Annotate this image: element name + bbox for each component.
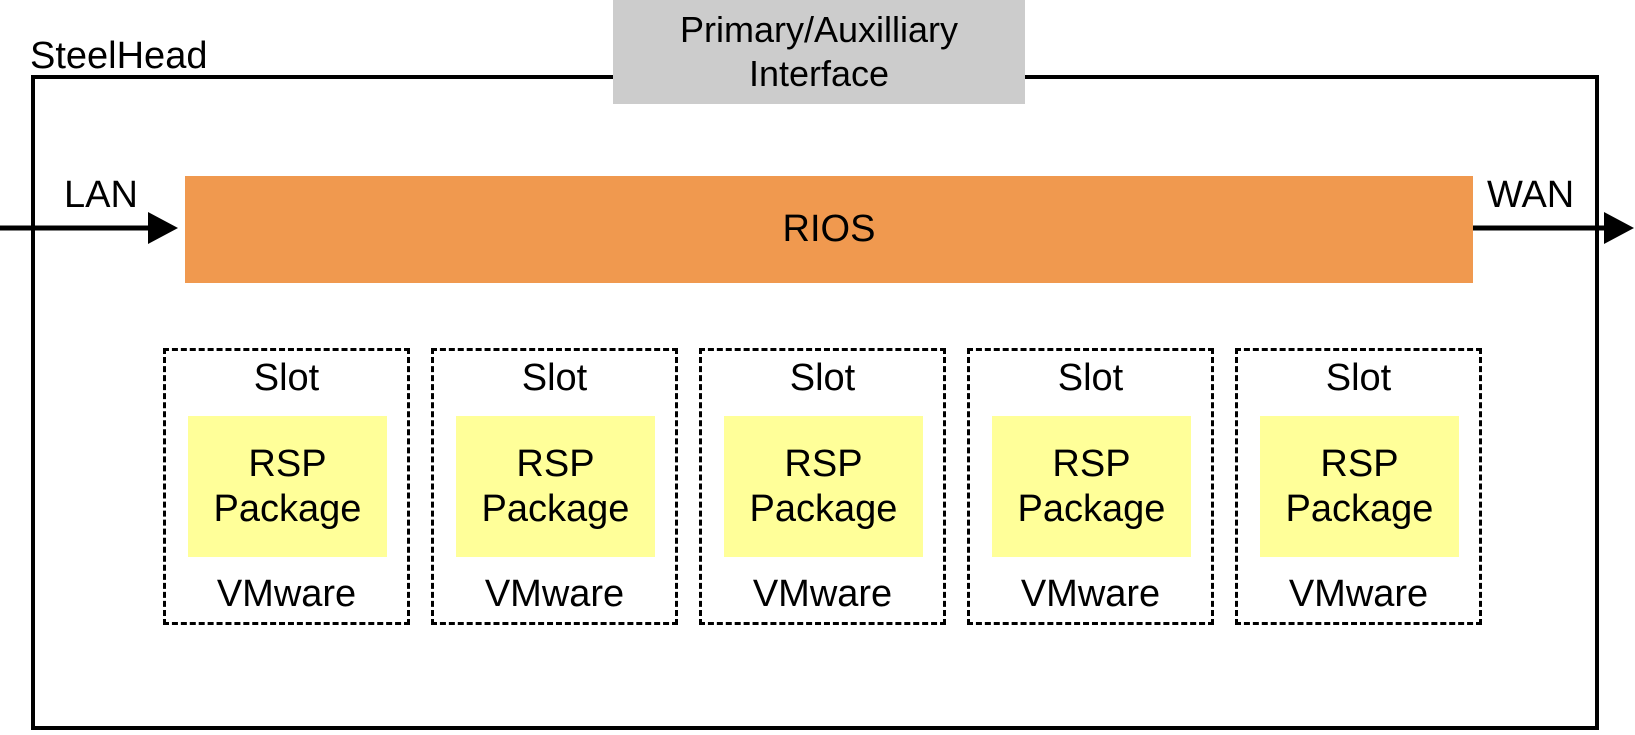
- slot-label: Slot: [789, 357, 856, 399]
- slot-label: Slot: [253, 357, 320, 399]
- rios-bar: RIOS: [185, 176, 1473, 283]
- vmware-label: VMware: [752, 573, 893, 615]
- slot-label: Slot: [1057, 357, 1124, 399]
- rsp-package-label-line1: RSP: [1320, 442, 1399, 485]
- rsp-package-box: RSP Package: [188, 416, 387, 557]
- vmware-label: VMware: [1020, 573, 1161, 615]
- slot-box-3: Slot RSP Package VMware: [699, 348, 946, 625]
- rsp-package-box: RSP Package: [1260, 416, 1459, 557]
- slot-label: Slot: [521, 357, 588, 399]
- slot-label: Slot: [1325, 357, 1392, 399]
- vmware-label: VMware: [1288, 573, 1429, 615]
- rsp-package-label-line2: Package: [1017, 487, 1166, 530]
- rios-label: RIOS: [782, 208, 876, 250]
- rsp-package-label-line2: Package: [213, 487, 362, 530]
- rsp-package-label-line1: RSP: [1052, 442, 1131, 485]
- rsp-package-box: RSP Package: [992, 416, 1191, 557]
- rsp-package-label-line2: Package: [749, 487, 898, 530]
- rsp-package-label-line2: Package: [481, 487, 630, 530]
- rsp-package-box: RSP Package: [456, 416, 655, 557]
- lan-label: LAN: [64, 174, 138, 216]
- slot-box-1: Slot RSP Package VMware: [163, 348, 410, 625]
- primary-aux-interface-box: Primary/Auxilliary Interface: [613, 0, 1025, 104]
- slot-box-5: Slot RSP Package VMware: [1235, 348, 1482, 625]
- wan-label: WAN: [1487, 174, 1575, 216]
- primary-aux-interface-label-line2: Interface: [748, 53, 890, 94]
- rsp-package-label-line1: RSP: [516, 442, 595, 485]
- slots-row: Slot RSP Package VMware Slot RSP Package…: [163, 348, 1482, 625]
- slot-box-4: Slot RSP Package VMware: [967, 348, 1214, 625]
- rsp-package-label-line2: Package: [1285, 487, 1434, 530]
- wan-arrowhead-icon: [1604, 212, 1634, 244]
- rsp-package-label-line1: RSP: [784, 442, 863, 485]
- vmware-label: VMware: [484, 573, 625, 615]
- rsp-package-label-line1: RSP: [248, 442, 327, 485]
- primary-aux-interface-label-line1: Primary/Auxilliary: [679, 9, 959, 50]
- steelhead-label: SteelHead: [30, 35, 208, 77]
- rsp-package-box: RSP Package: [724, 416, 923, 557]
- vmware-label: VMware: [216, 573, 357, 615]
- slot-box-2: Slot RSP Package VMware: [431, 348, 678, 625]
